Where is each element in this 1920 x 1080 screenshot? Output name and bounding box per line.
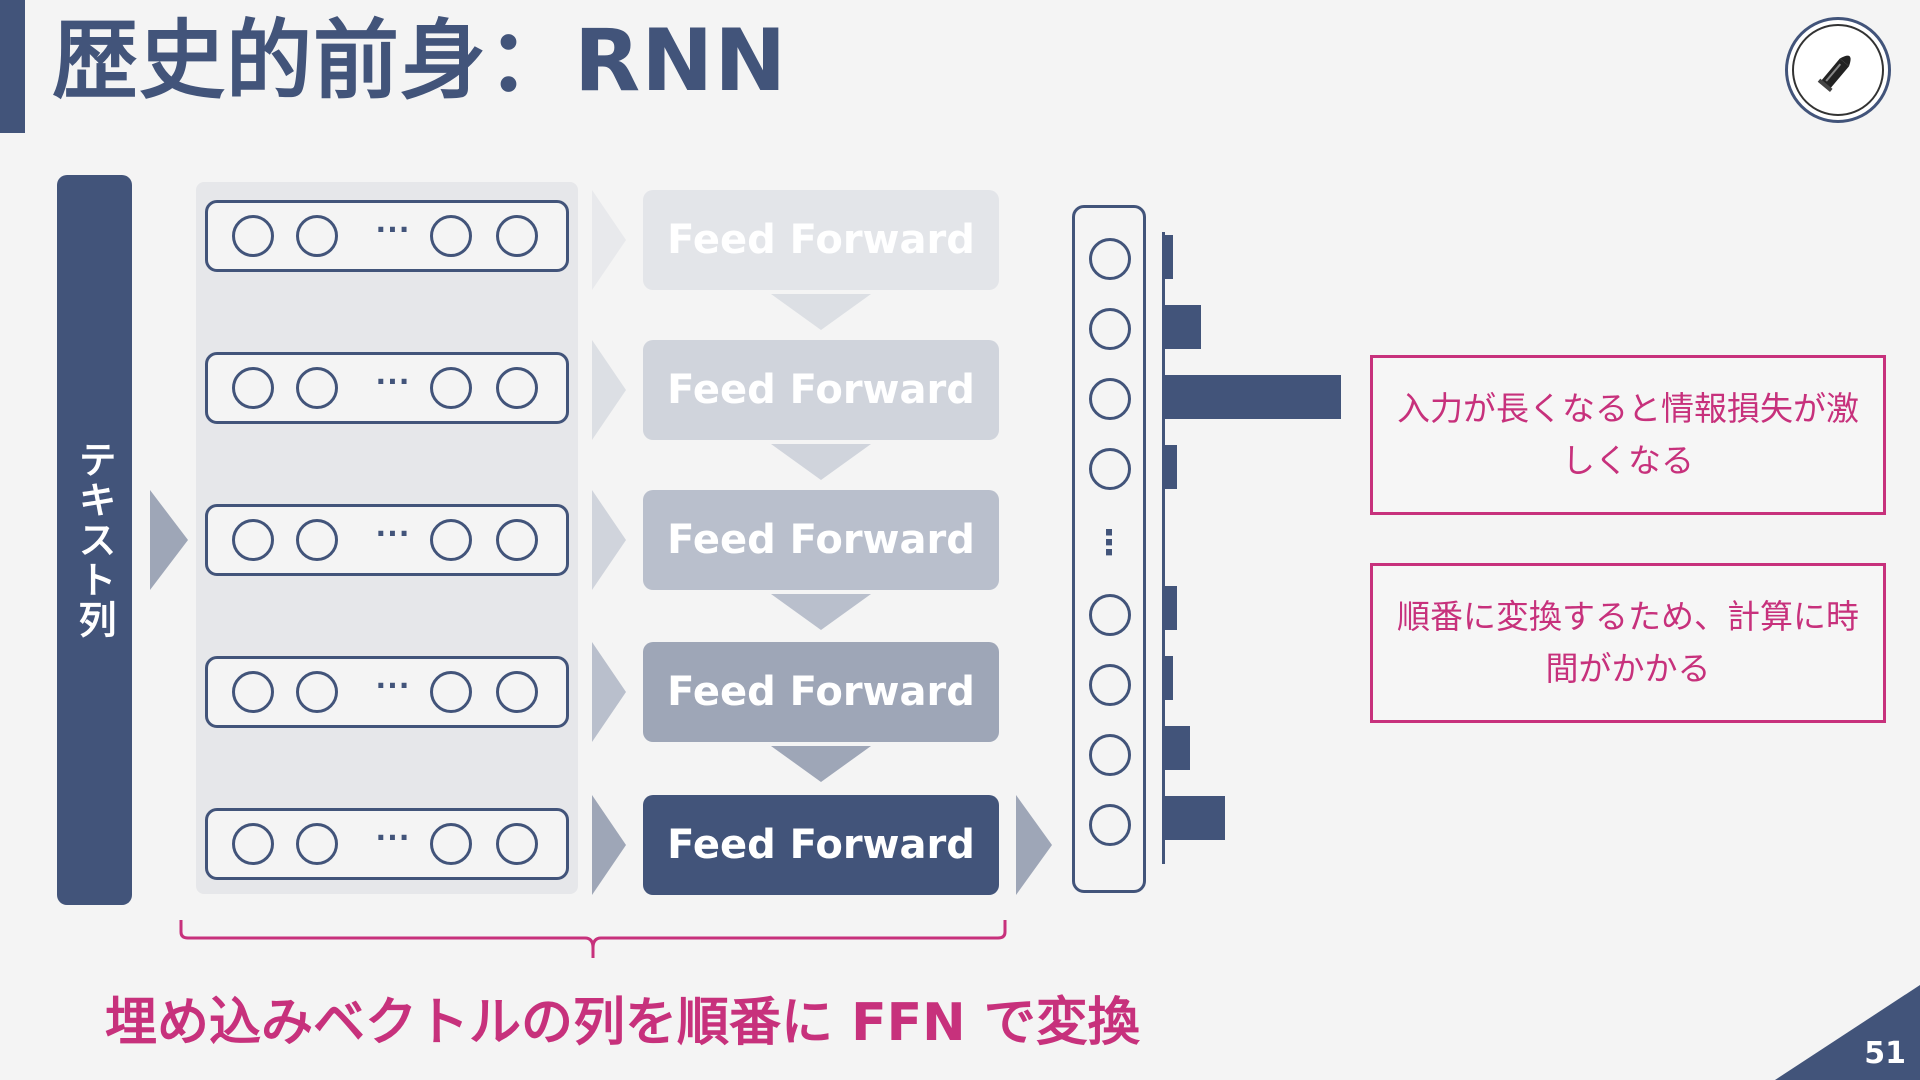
text-sequence-label: テキスト列 (72, 440, 116, 640)
bottom-caption: 埋め込みベクトルの列を順番に FFN で変換 (105, 993, 1140, 1053)
output-value-bar (1165, 586, 1177, 630)
vector-element (430, 367, 472, 409)
down-arrow-icon (771, 594, 871, 630)
embedding-vector: ··· (205, 504, 569, 576)
output-vector-element (1089, 804, 1131, 846)
embedding-vector: ··· (205, 656, 569, 728)
output-vector-element (1089, 378, 1131, 420)
row-arrow-icon (592, 190, 626, 290)
output-value-bar (1165, 235, 1173, 279)
vector-element (296, 367, 338, 409)
feed-forward-block: Feed Forward (643, 490, 999, 590)
feed-forward-block: Feed Forward (643, 340, 999, 440)
vector-element (296, 215, 338, 257)
row-arrow-icon (592, 340, 626, 440)
output-value-bar (1165, 375, 1341, 419)
row-arrow-icon (592, 795, 626, 895)
vector-element (232, 823, 274, 865)
vector-element (496, 519, 538, 561)
output-arrow-icon (1016, 795, 1052, 895)
vector-element (296, 519, 338, 561)
text-sequence-bar: テキスト列 (57, 175, 132, 905)
vector-element (430, 215, 472, 257)
vector-element (296, 823, 338, 865)
vector-element (496, 215, 538, 257)
vector-element (496, 367, 538, 409)
vector-ellipsis: ··· (375, 517, 411, 550)
output-value-bar (1165, 796, 1225, 840)
row-arrow-icon (592, 642, 626, 742)
callout-computation-time: 順番に変換するため、計算に時間がかかる (1370, 563, 1886, 723)
output-value-bar (1165, 726, 1190, 770)
output-vector-element (1089, 238, 1131, 280)
output-value-bar (1165, 445, 1177, 489)
embedding-vector: ··· (205, 200, 569, 272)
input-arrow-icon (150, 490, 188, 590)
vector-element (496, 671, 538, 713)
logo (1785, 17, 1891, 123)
title-accent-bar (0, 0, 25, 133)
vector-element (232, 367, 274, 409)
feed-forward-block: Feed Forward (643, 190, 999, 290)
output-vector-element (1089, 734, 1131, 776)
vector-ellipsis: ··· (375, 213, 411, 246)
embedding-vector: ··· (205, 352, 569, 424)
page-title: 歴史的前身：RNN (52, 11, 788, 111)
down-arrow-icon (771, 444, 871, 480)
output-vector-element (1089, 594, 1131, 636)
bullet-icon (1817, 55, 1851, 92)
vector-element (496, 823, 538, 865)
vector-element (430, 519, 472, 561)
output-value-bar (1165, 305, 1201, 349)
vector-ellipsis: ··· (375, 821, 411, 854)
output-vector-element (1089, 308, 1131, 350)
corner-triangle (1775, 985, 1920, 1080)
vector-ellipsis: ··· (375, 669, 411, 702)
bottom-brace (179, 920, 1007, 958)
output-vector-ellipsis: ⋮ (1092, 523, 1126, 563)
down-arrow-icon (771, 746, 871, 782)
output-vector-element (1089, 448, 1131, 490)
vector-element (232, 519, 274, 561)
down-arrow-icon (771, 294, 871, 330)
bar-axis (1162, 232, 1165, 864)
embedding-vector: ··· (205, 808, 569, 880)
vector-element (232, 671, 274, 713)
output-vector: ⋮ (1072, 205, 1146, 893)
callout-information-loss: 入力が長くなると情報損失が激しくなる (1370, 355, 1886, 515)
feed-forward-block: Feed Forward (643, 795, 999, 895)
vector-ellipsis: ··· (375, 365, 411, 398)
row-arrow-icon (592, 490, 626, 590)
feed-forward-block: Feed Forward (643, 642, 999, 742)
vector-element (430, 823, 472, 865)
vector-element (232, 215, 274, 257)
output-vector-element (1089, 664, 1131, 706)
vector-element (296, 671, 338, 713)
page-number: 51 (1864, 1036, 1906, 1071)
vector-element (430, 671, 472, 713)
output-value-bar (1165, 656, 1173, 700)
